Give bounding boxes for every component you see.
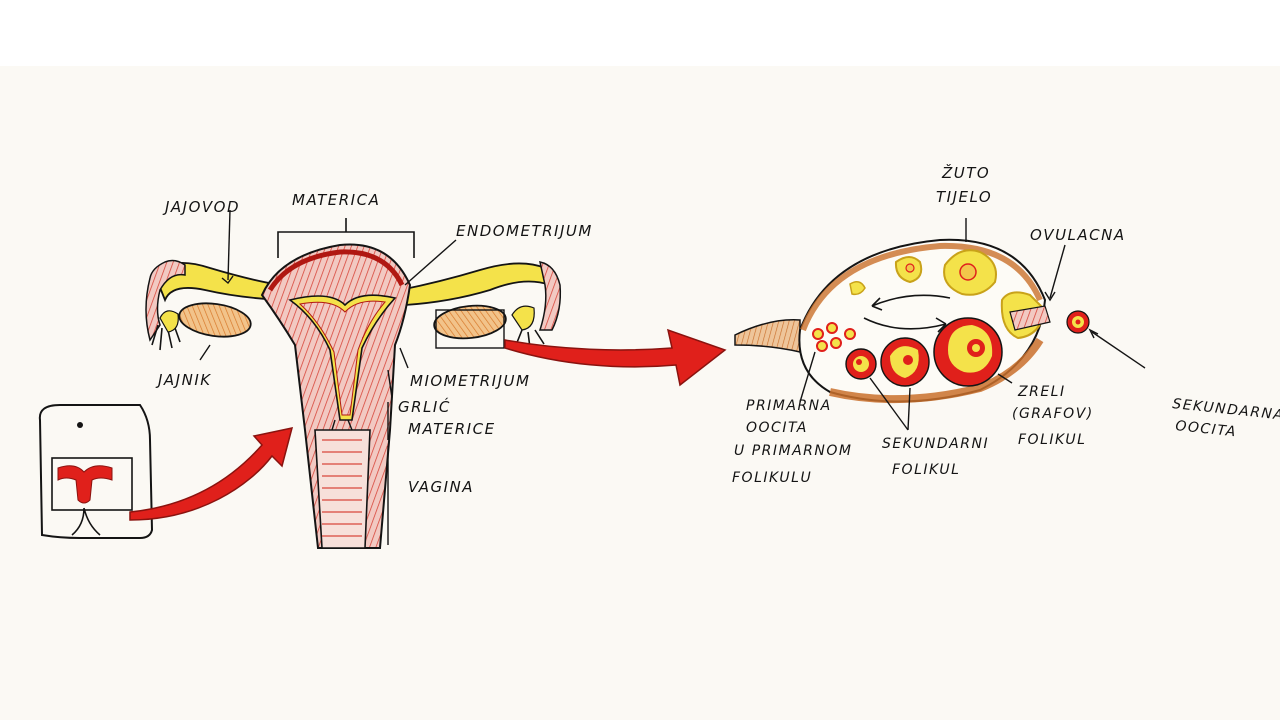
arrow-to-ovary bbox=[504, 328, 727, 387]
arrow-to-uterus bbox=[129, 427, 294, 521]
secondary-oocyte bbox=[1066, 310, 1090, 334]
labels-left: JAJOVOD MATERICA ENDOMETRIJUM JAJNIK MIO… bbox=[155, 191, 593, 496]
label-endometrijum: ENDOMETRIJUM bbox=[456, 222, 593, 240]
label-folikulu: FOLIKULU bbox=[732, 470, 812, 486]
label-sekundarni: SEKUNDARNI bbox=[882, 436, 989, 452]
leader-lines-right bbox=[799, 218, 1146, 431]
labels-right: ŽUTO TIJELO OVULACNA SEKUNDARNA OOCITA P… bbox=[732, 163, 1280, 486]
label-jajovod: JAJOVOD bbox=[162, 198, 240, 216]
label-jajnik: JAJNIK bbox=[155, 371, 212, 389]
label-ovulacija: OVULACNA bbox=[1030, 226, 1126, 244]
label-u-primarnom: U PRIMARNOM bbox=[734, 443, 852, 459]
primary-follicles bbox=[812, 322, 856, 352]
ovary-cross-section bbox=[734, 238, 1090, 404]
label-oocita-right: OOCITA bbox=[1175, 418, 1238, 440]
label-miometrijum: MIOMETRIJUM bbox=[410, 372, 530, 390]
secondary-follicles bbox=[845, 337, 930, 387]
label-materice: MATERICE bbox=[408, 420, 496, 438]
label-vagina: VAGINA bbox=[408, 478, 474, 496]
uterus-drawing bbox=[145, 218, 562, 549]
corpus-luteum bbox=[849, 249, 997, 296]
label-zreli: ZRELI bbox=[1017, 384, 1066, 400]
label-folikul-zreli: FOLIKUL bbox=[1018, 432, 1086, 448]
mature-follicle bbox=[933, 317, 1003, 387]
label-primarna: PRIMARNA bbox=[746, 398, 832, 414]
label-folikul-sek: FOLIKUL bbox=[892, 462, 960, 478]
label-tijelo: TIJELO bbox=[936, 188, 992, 206]
body-inset bbox=[38, 404, 154, 539]
top-margin bbox=[0, 0, 1280, 66]
label-grlic: GRLIĆ bbox=[398, 397, 451, 416]
label-oocita: OOCITA bbox=[746, 420, 808, 436]
label-materica: MATERICA bbox=[292, 191, 380, 209]
paper-background bbox=[0, 66, 1280, 720]
ovulating-follicle bbox=[1000, 291, 1051, 340]
label-zuto: ŽUTO bbox=[941, 163, 990, 182]
label-grafov: (GRAFOV) bbox=[1012, 406, 1094, 422]
leader-lines-left bbox=[199, 209, 457, 369]
